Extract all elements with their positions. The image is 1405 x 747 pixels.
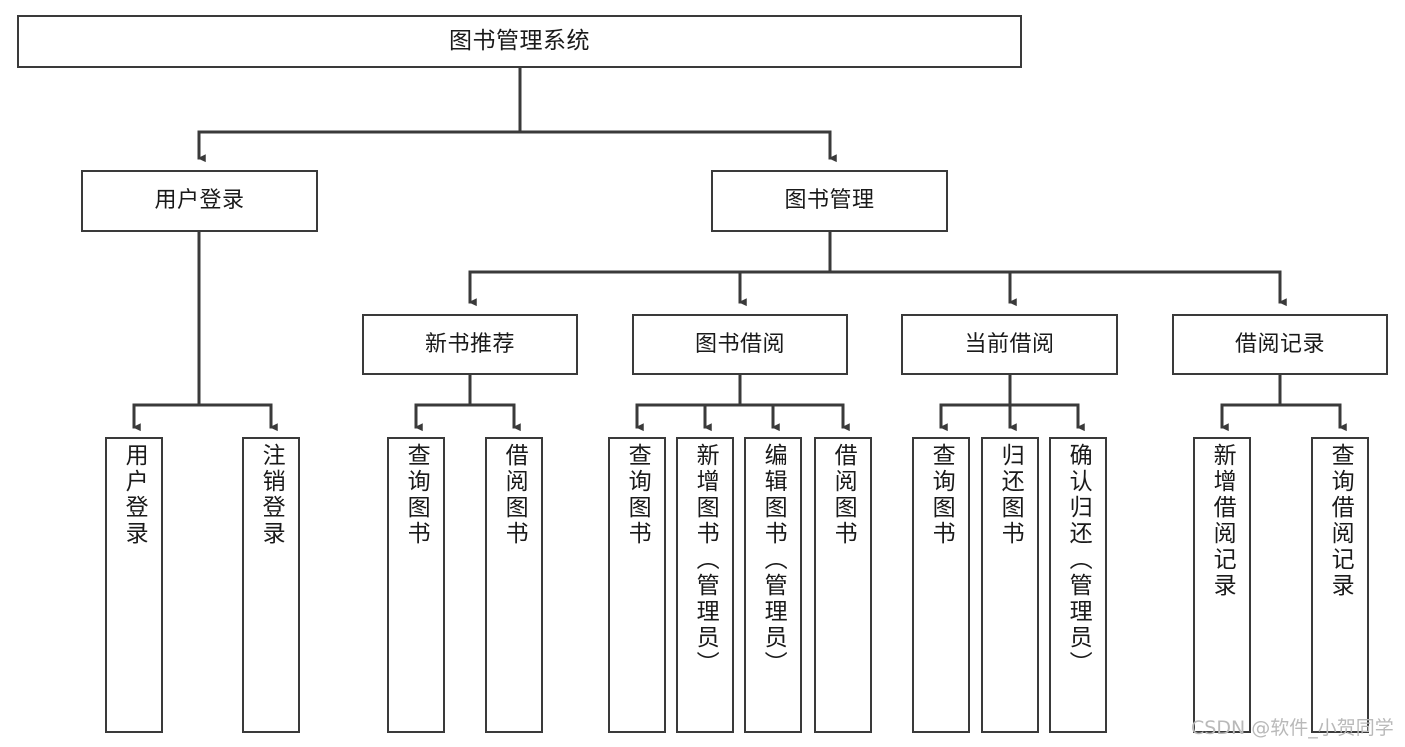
node-user-login[interactable]: 用户登录 (81, 170, 318, 232)
node-leaf-add-record-label: 新增借阅记录 (1209, 443, 1236, 599)
node-leaf-query-book-2[interactable]: 查询图书 (608, 437, 666, 733)
node-leaf-query-book-1[interactable]: 查询图书 (387, 437, 445, 733)
node-book-borrow[interactable]: 图书借阅 (632, 314, 848, 375)
node-book-borrow-label: 图书借阅 (694, 331, 785, 357)
node-leaf-user-login-label: 用户登录 (121, 443, 148, 547)
node-leaf-add-record[interactable]: 新增借阅记录 (1193, 437, 1251, 733)
node-leaf-query-record-label: 查询借阅记录 (1327, 443, 1354, 599)
node-leaf-edit-book[interactable]: 编辑图书（管理员） (744, 437, 802, 733)
node-leaf-return-book[interactable]: 归还图书 (981, 437, 1039, 733)
node-leaf-borrow-book-1-label: 借阅图书 (501, 443, 528, 547)
node-leaf-confirm-return-label: 确认归还（管理员） (1065, 443, 1092, 677)
node-current-borrow[interactable]: 当前借阅 (901, 314, 1118, 375)
node-leaf-user-logout[interactable]: 注销登录 (242, 437, 300, 733)
node-leaf-add-book-label: 新增图书（管理员） (692, 443, 719, 677)
node-leaf-return-book-label: 归还图书 (997, 443, 1024, 547)
node-leaf-borrow-book-2[interactable]: 借阅图书 (814, 437, 872, 733)
node-leaf-query-book-3-label: 查询图书 (928, 443, 955, 547)
node-new-book-recommend-label: 新书推荐 (424, 331, 515, 357)
node-user-login-label: 用户登录 (154, 188, 245, 214)
node-leaf-user-logout-label: 注销登录 (258, 443, 285, 547)
node-book-manage-label: 图书管理 (784, 188, 875, 214)
node-leaf-query-book-3[interactable]: 查询图书 (912, 437, 970, 733)
node-book-manage[interactable]: 图书管理 (711, 170, 948, 232)
node-leaf-query-book-2-label: 查询图书 (624, 443, 651, 547)
node-leaf-query-record[interactable]: 查询借阅记录 (1311, 437, 1369, 733)
node-leaf-confirm-return[interactable]: 确认归还（管理员） (1049, 437, 1107, 733)
node-leaf-add-book[interactable]: 新增图书（管理员） (676, 437, 734, 733)
node-leaf-edit-book-label: 编辑图书（管理员） (760, 443, 787, 677)
node-root-label: 图书管理系统 (449, 27, 590, 54)
node-new-book-recommend[interactable]: 新书推荐 (362, 314, 578, 375)
node-current-borrow-label: 当前借阅 (964, 331, 1055, 357)
node-root[interactable]: 图书管理系统 (17, 15, 1022, 68)
node-leaf-borrow-book-2-label: 借阅图书 (830, 443, 857, 547)
node-leaf-borrow-book-1[interactable]: 借阅图书 (485, 437, 543, 733)
csdn-watermark: CSDN @软件_小贺同学 (1191, 717, 1394, 739)
node-borrow-record[interactable]: 借阅记录 (1172, 314, 1388, 375)
node-leaf-user-login[interactable]: 用户登录 (105, 437, 163, 733)
node-leaf-query-book-1-label: 查询图书 (403, 443, 430, 547)
node-borrow-record-label: 借阅记录 (1234, 331, 1325, 357)
